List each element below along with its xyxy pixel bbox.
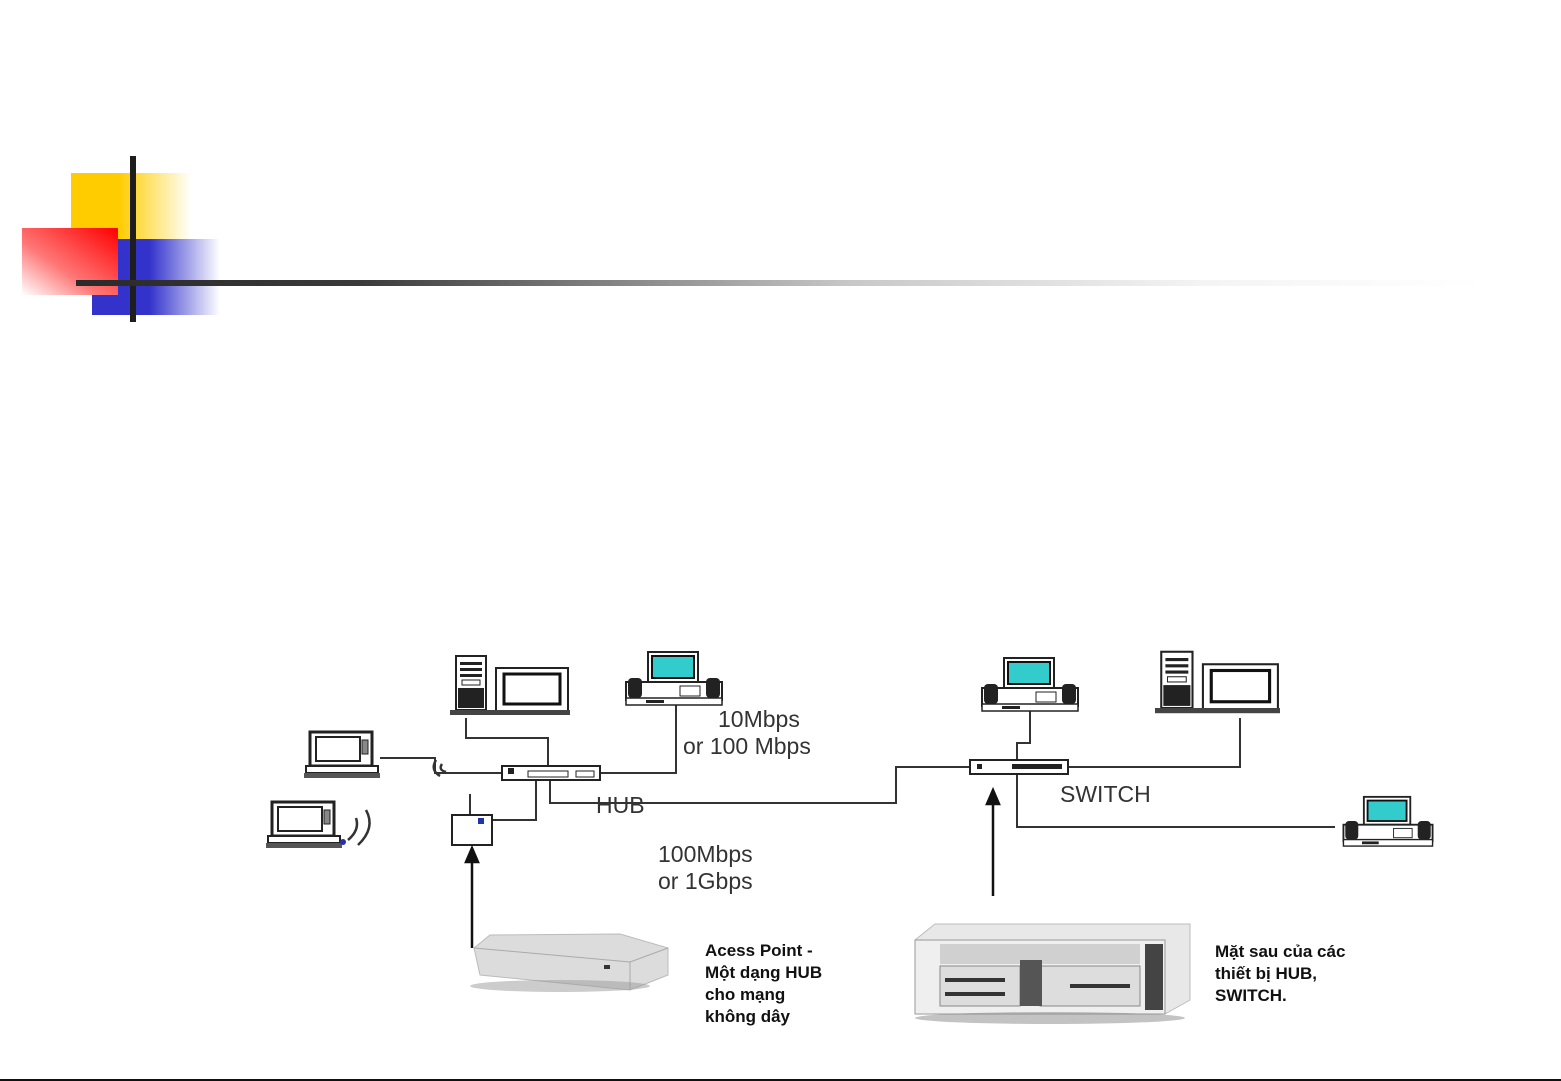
backbone-speed-label-1: 100Mbps	[658, 841, 753, 867]
link-ap-hub	[490, 780, 537, 821]
access-point-caption-2: Một dạng HUB	[705, 963, 822, 982]
switch-chassis-photo	[914, 923, 1191, 1024]
rear-panel-caption-2: thiết bị HUB,	[1215, 964, 1317, 983]
link-hub-switch	[549, 766, 970, 804]
hub-speed-label-1: 10Mbps	[718, 706, 800, 732]
access-point-photo	[470, 933, 669, 992]
wifi-signal-icon	[340, 759, 447, 846]
rear-panel-caption-3: SWITCH.	[1215, 986, 1287, 1005]
access-point-caption-3: cho mạng	[705, 985, 785, 1004]
hub-icon[interactable]	[501, 765, 601, 781]
arrow-icon	[464, 786, 1001, 948]
hub-label: HUB	[596, 792, 645, 818]
access-point-caption-1: Acess Point -	[705, 941, 813, 960]
link-switch-desktop-right	[1016, 774, 1335, 828]
tower-computer-icon[interactable]	[1155, 650, 1280, 715]
access-point-caption-4: không dây	[705, 1007, 791, 1026]
rear-panel-caption-1: Mặt sau của các	[1215, 942, 1345, 961]
desktop-computer-icon[interactable]	[1342, 795, 1434, 847]
desktop-computer-icon[interactable]	[625, 651, 723, 706]
link-desktop-hub	[600, 699, 677, 774]
link-switch-tower	[1068, 718, 1241, 768]
laptop-icon[interactable]	[266, 800, 344, 850]
link-tower-hub	[465, 718, 549, 765]
hub-speed-label-2: or 100 Mbps	[683, 733, 811, 759]
desktop-computer-icon[interactable]	[981, 657, 1079, 712]
link-switch-desktop-top	[1016, 710, 1031, 760]
title-vertical-rule	[130, 156, 136, 322]
slide-bottom-border	[0, 1079, 1561, 1081]
switch-label: SWITCH	[1060, 781, 1151, 807]
laptop-icon[interactable]	[304, 730, 382, 780]
switch-icon[interactable]	[969, 759, 1069, 775]
tower-computer-icon[interactable]	[450, 655, 570, 717]
title-horizontal-rule	[76, 280, 1486, 286]
access-point-icon[interactable]	[451, 794, 493, 846]
backbone-speed-label-2: or 1Gbps	[658, 868, 753, 894]
connection-lines	[380, 699, 1335, 828]
